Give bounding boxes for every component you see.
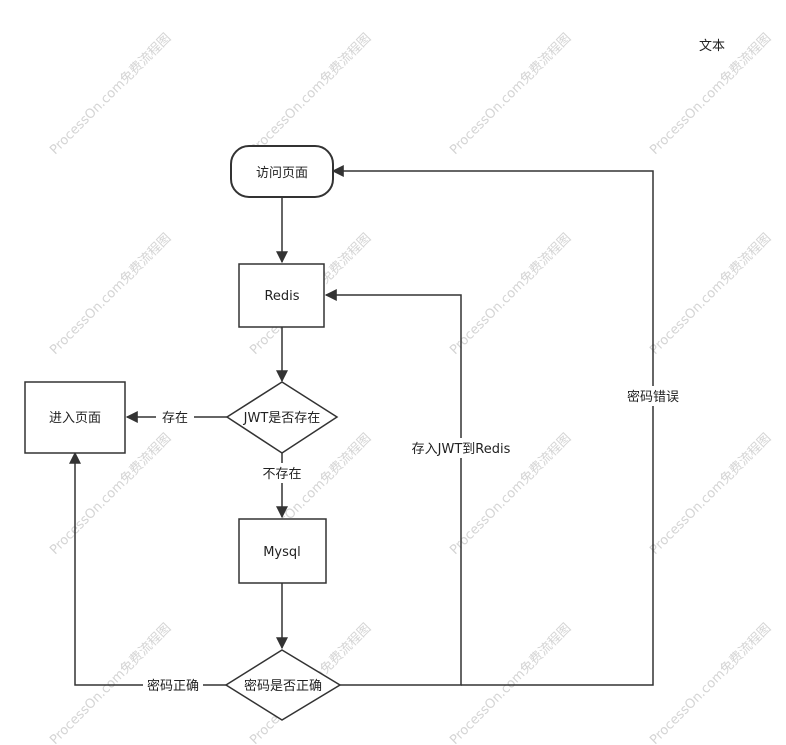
node-mysql[interactable]: Mysql bbox=[238, 518, 327, 584]
watermark: ProcessOn.com免费流程图 bbox=[47, 231, 174, 358]
watermark: ProcessOn.com免费流程图 bbox=[447, 31, 574, 158]
edge-password-to-visit bbox=[331, 165, 654, 686]
decision-shape bbox=[225, 381, 339, 454]
terminator-shape bbox=[230, 145, 334, 198]
node-label: 访问页面 bbox=[256, 166, 308, 181]
edge-label-exists[interactable]: 存在 bbox=[162, 411, 188, 426]
watermark: ProcessOn.com免费流程图 bbox=[647, 231, 774, 358]
edge-password-to-redis bbox=[324, 289, 462, 686]
corner-text[interactable]: 文本 bbox=[699, 39, 725, 54]
node-label: 进入页面 bbox=[49, 411, 101, 426]
node-visit-page[interactable]: 访问页面 bbox=[230, 145, 334, 198]
watermark: ProcessOn.com免费流程图 bbox=[447, 231, 574, 358]
watermark: ProcessOn.com免费流程图 bbox=[247, 31, 374, 158]
node-password-check[interactable]: 密码是否正确 bbox=[224, 649, 342, 721]
watermark: ProcessOn.com免费流程图 bbox=[447, 621, 574, 745]
edge-labels: 存在 不存在 密码正确 存入JWT到Redis 密码错误 bbox=[143, 386, 683, 695]
label-bg bbox=[143, 675, 203, 695]
edge-label-not-exists[interactable]: 不存在 bbox=[262, 467, 301, 482]
node-enter-page[interactable]: 进入页面 bbox=[24, 381, 126, 454]
watermark: ProcessOn.com免费流程图 bbox=[647, 431, 774, 558]
process-shape bbox=[238, 263, 325, 328]
label-bg bbox=[156, 407, 194, 427]
edge-label-password-wrong[interactable]: 密码错误 bbox=[627, 389, 679, 405]
watermark: ProcessOn.com免费流程图 bbox=[647, 621, 774, 745]
node-jwt-check[interactable]: JWT是否存在 bbox=[225, 381, 339, 454]
node-label: 密码是否正确 bbox=[244, 678, 322, 694]
node-label: Mysql bbox=[263, 545, 301, 560]
edge-label-password-correct[interactable]: 密码正确 bbox=[147, 678, 199, 694]
process-shape bbox=[24, 381, 126, 454]
label-bg bbox=[259, 463, 305, 483]
process-shape bbox=[238, 518, 327, 584]
node-label: Redis bbox=[264, 289, 299, 304]
watermark: ProcessOn.com免费流程图 bbox=[47, 31, 174, 158]
label-bg bbox=[623, 386, 683, 406]
node-label: JWT是否存在 bbox=[243, 411, 321, 426]
node-redis[interactable]: Redis bbox=[238, 263, 325, 328]
decision-shape bbox=[224, 649, 342, 721]
label-bg bbox=[408, 438, 514, 458]
edge-label-store-jwt[interactable]: 存入JWT到Redis bbox=[412, 442, 511, 457]
